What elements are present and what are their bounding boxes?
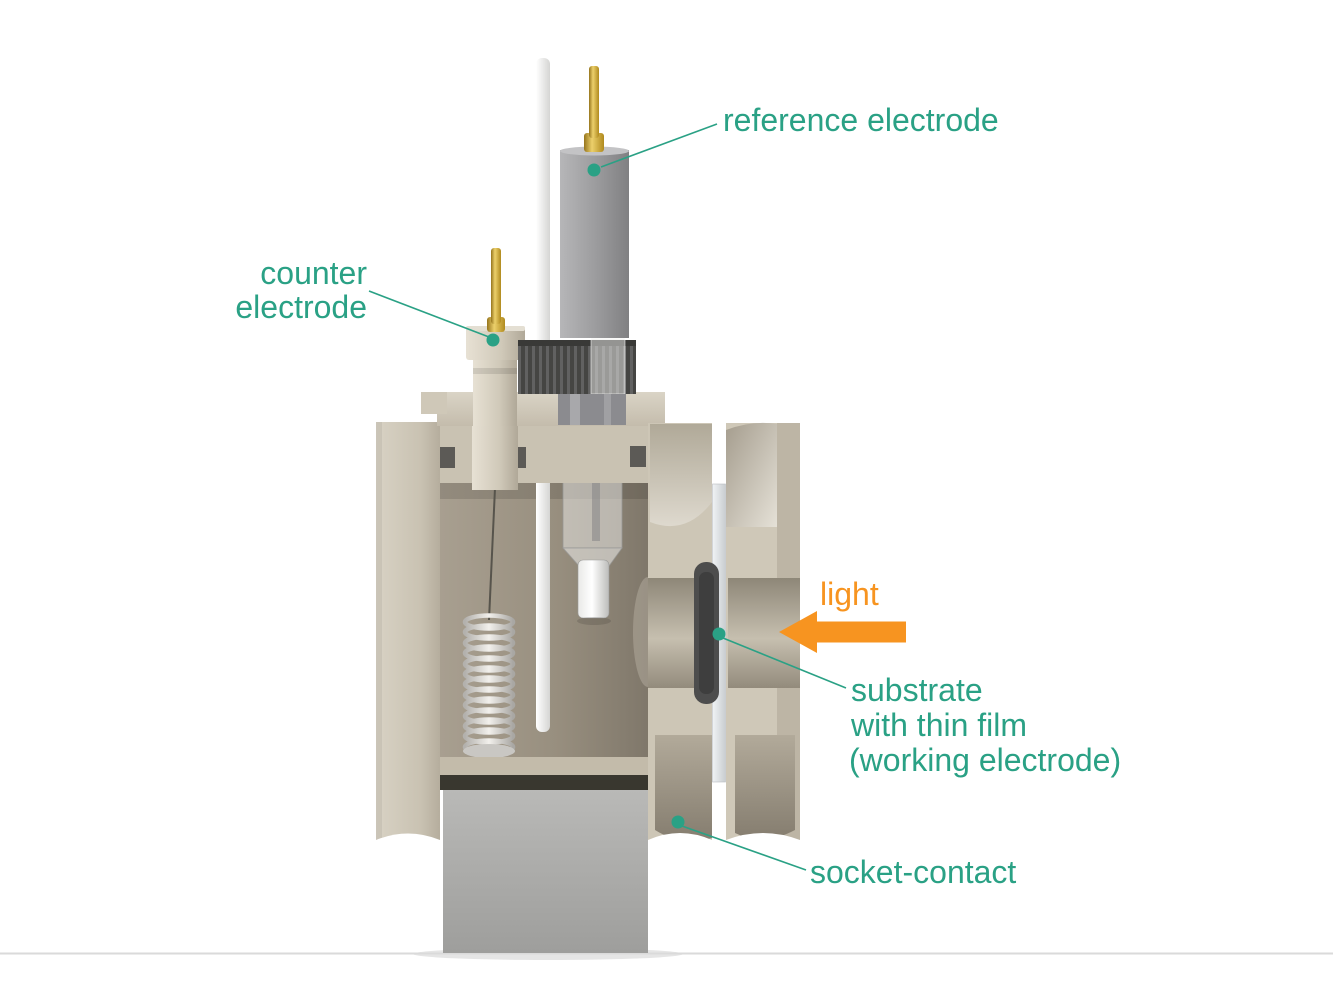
cell-left-wall <box>376 422 440 840</box>
socket-leader-line <box>681 825 807 871</box>
glass-frit <box>577 559 610 619</box>
chamber-floor <box>440 757 650 775</box>
glass-tube-upper <box>590 337 626 395</box>
base-block <box>443 790 648 953</box>
reference-leader-line <box>600 123 718 168</box>
light-arrow <box>779 611 906 653</box>
reference-annotation-dot <box>587 163 601 177</box>
spring-coil <box>462 665 516 683</box>
counter-port-tube <box>472 426 518 490</box>
annotations: reference electrode counter electrode li… <box>235 102 1121 890</box>
counter-leader-line <box>368 290 490 338</box>
spring-seat <box>463 744 515 758</box>
counter-pin <box>491 248 501 324</box>
reference-electrode-label: reference electrode <box>723 102 999 138</box>
counter-electrode-label-line1: counter <box>260 255 367 291</box>
counter-electrode-label-line2: electrode <box>235 289 367 325</box>
reference-pin <box>589 66 599 138</box>
spring-coil <box>462 717 516 735</box>
right-wall-notch <box>650 424 712 527</box>
reference-pin-collar <box>584 133 604 152</box>
thin-film-oring-inner <box>699 572 714 694</box>
base-gasket <box>440 775 648 790</box>
clamp-bottom-curve <box>726 833 800 850</box>
spring-coil <box>462 613 516 631</box>
spring <box>462 613 516 756</box>
right-wall-bottom-curve <box>648 833 712 850</box>
glass-collar <box>558 394 626 425</box>
socket-contact-label: socket-contact <box>810 854 1016 890</box>
clamp-piece <box>726 422 800 850</box>
glass-collar-highlight <box>570 394 580 425</box>
knurled-cap-top-band <box>518 340 636 346</box>
cell-lid-tab <box>421 392 447 414</box>
spring-coil <box>462 686 516 704</box>
substrate-label-line1: substrate <box>851 672 983 708</box>
socket-cavity <box>655 735 712 842</box>
lid-seal-left <box>440 447 455 468</box>
counter-annotation-dot <box>486 333 500 347</box>
reference-electrode <box>560 66 629 338</box>
counter-body <box>473 358 517 426</box>
substrate-annotation-dot <box>712 627 726 641</box>
floor <box>0 948 1333 960</box>
cell-assembly <box>376 58 800 953</box>
light-label: light <box>820 576 879 612</box>
spring-coil <box>462 634 516 652</box>
cell-lid-cut-face <box>440 426 650 483</box>
cell-lid-flange <box>437 392 665 426</box>
lid-seal-right <box>630 446 646 467</box>
substrate-label-line2: with thin film <box>850 707 1027 743</box>
frit-shadow <box>577 617 611 625</box>
counter-electrode-wire <box>488 487 496 621</box>
clamp-top-cut <box>726 422 777 527</box>
spring-coil <box>462 655 516 673</box>
glass-collar-highlight2 <box>604 394 611 425</box>
floor-line <box>0 952 1333 955</box>
substrate-label-line3: (working electrode) <box>849 742 1121 778</box>
socket-annotation-dot <box>671 815 685 829</box>
clamp-socket-cavity <box>735 735 795 840</box>
spring-coil <box>462 707 516 725</box>
reference-body <box>560 150 629 338</box>
left-wall-bottom-curve <box>376 833 440 850</box>
substrate-leader-line <box>722 637 847 689</box>
cell-left-wall-edge <box>376 422 382 840</box>
counter-electrode <box>466 248 525 490</box>
counter-body-groove <box>473 368 517 374</box>
